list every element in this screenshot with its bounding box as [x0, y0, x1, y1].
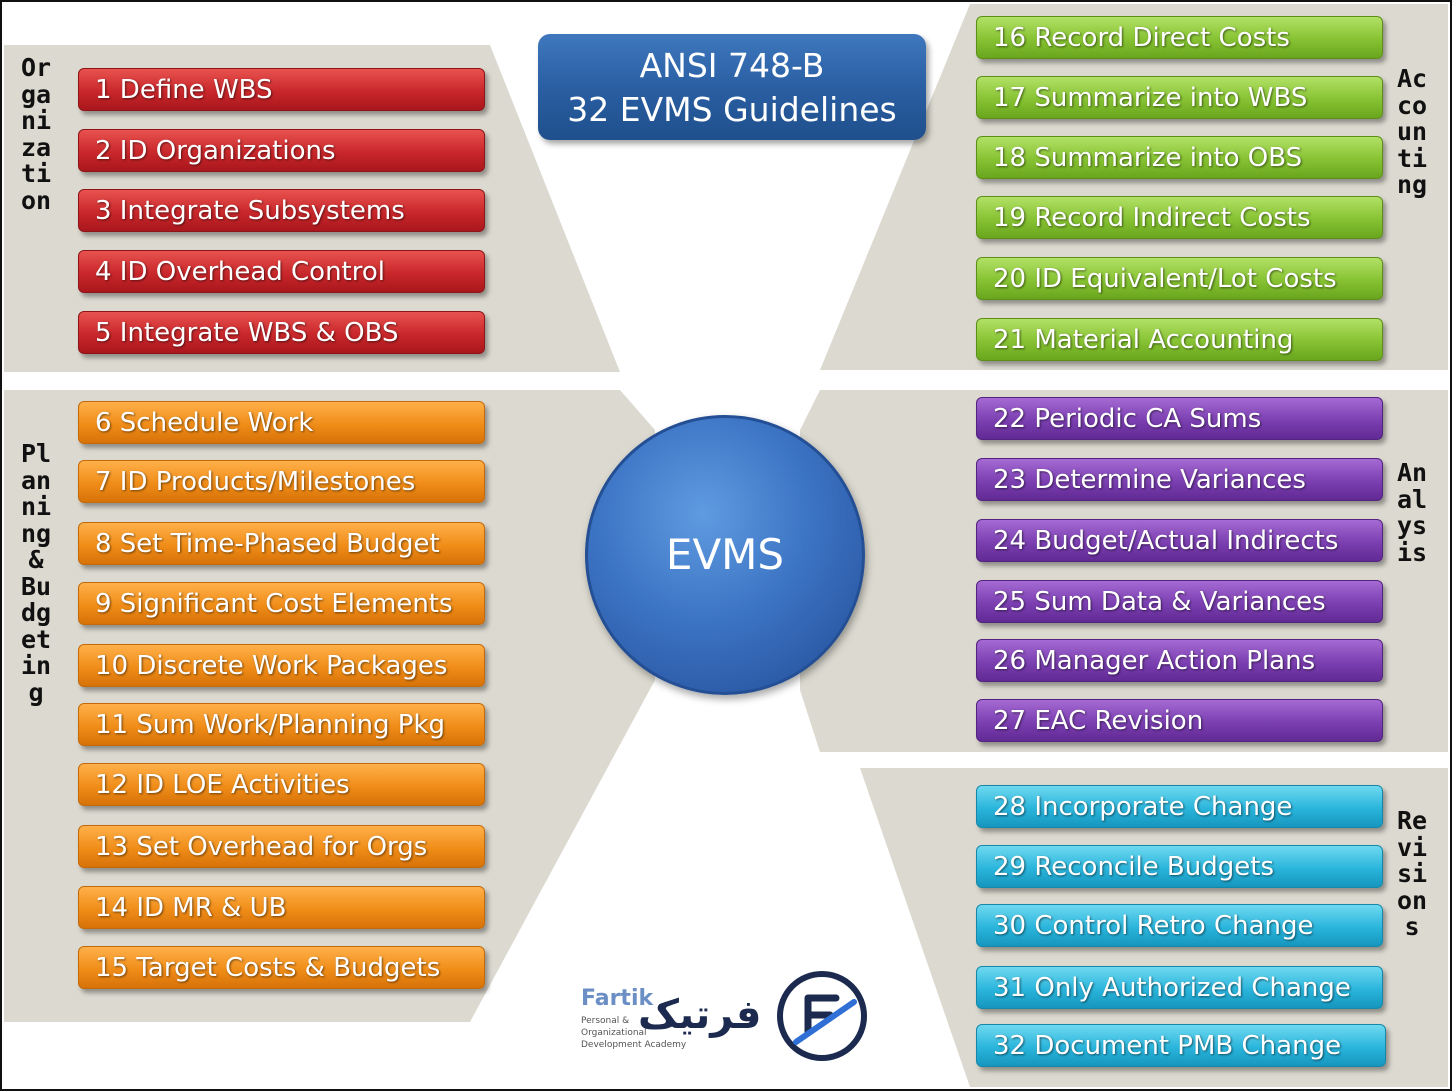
guideline-16: 16 Record Direct Costs	[976, 16, 1383, 59]
guideline-26: 26 Manager Action Plans	[976, 639, 1383, 682]
guideline-9: 9 Significant Cost Elements	[78, 582, 485, 625]
logo-tagline-2: Organizational	[581, 1028, 647, 1038]
guideline-6: 6 Schedule Work	[78, 401, 485, 444]
logo-name: Fartik	[581, 986, 654, 1011]
guideline-15: 15 Target Costs & Budgets	[78, 946, 485, 989]
guideline-11: 11 Sum Work/Planning Pkg	[78, 703, 485, 746]
guideline-22: 22 Periodic CA Sums	[976, 397, 1383, 440]
logo-tagline-1: Personal &	[581, 1016, 630, 1026]
guideline-4: 4 ID Overhead Control	[78, 250, 485, 293]
guideline-14: 14 ID MR & UB	[78, 886, 485, 929]
planning-budgeting-label: Planning & Budgeting	[20, 439, 52, 707]
guideline-8: 8 Set Time-Phased Budget	[78, 522, 485, 565]
guideline-24: 24 Budget/Actual Indirects	[976, 519, 1383, 562]
revisions-label: Revisions	[1396, 806, 1428, 941]
guideline-25: 25 Sum Data & Variances	[976, 580, 1383, 623]
guideline-17: 17 Summarize into WBS	[976, 76, 1383, 119]
analysis-label: Analysis	[1396, 458, 1428, 567]
guideline-19: 19 Record Indirect Costs	[976, 196, 1383, 239]
title-line-2: 32 EVMS Guidelines	[567, 90, 897, 129]
analysis-band	[800, 390, 1448, 752]
logo-mark-icon	[777, 971, 867, 1061]
guideline-31: 31 Only Authorized Change	[976, 966, 1383, 1009]
title-box: ANSI 748-B 32 EVMS Guidelines	[538, 34, 926, 140]
guideline-32: 32 Document PMB Change	[976, 1024, 1386, 1067]
guideline-5: 5 Integrate WBS & OBS	[78, 311, 485, 354]
guideline-13: 13 Set Overhead for Orgs	[78, 825, 485, 868]
guideline-1: 1 Define WBS	[78, 68, 485, 111]
fartik-logo: Fartik Personal & Organizational Develop…	[578, 968, 878, 1064]
guideline-30: 30 Control Retro Change	[976, 904, 1383, 947]
guideline-12: 12 ID LOE Activities	[78, 763, 485, 806]
accounting-label: Accounting	[1396, 64, 1428, 199]
guideline-29: 29 Reconcile Budgets	[976, 845, 1383, 888]
guideline-3: 3 Integrate Subsystems	[78, 189, 485, 232]
organization-label: Organization	[20, 53, 52, 215]
guideline-18: 18 Summarize into OBS	[976, 136, 1383, 179]
evms-center-circle: EVMS	[585, 415, 865, 695]
guideline-21: 21 Material Accounting	[976, 318, 1383, 361]
guideline-27: 27 EAC Revision	[976, 699, 1383, 742]
title-line-1: ANSI 748-B	[639, 46, 825, 85]
guideline-28: 28 Incorporate Change	[976, 785, 1383, 828]
evms-center-label: EVMS	[665, 530, 785, 579]
logo-name-persian: فرتیک	[638, 992, 762, 1038]
logo-tagline-3: Development Academy	[581, 1040, 687, 1050]
guideline-10: 10 Discrete Work Packages	[78, 644, 485, 687]
guideline-23: 23 Determine Variances	[976, 458, 1383, 501]
guideline-7: 7 ID Products/Milestones	[78, 460, 485, 503]
guideline-20: 20 ID Equivalent/Lot Costs	[976, 257, 1383, 300]
guideline-2: 2 ID Organizations	[78, 129, 485, 172]
